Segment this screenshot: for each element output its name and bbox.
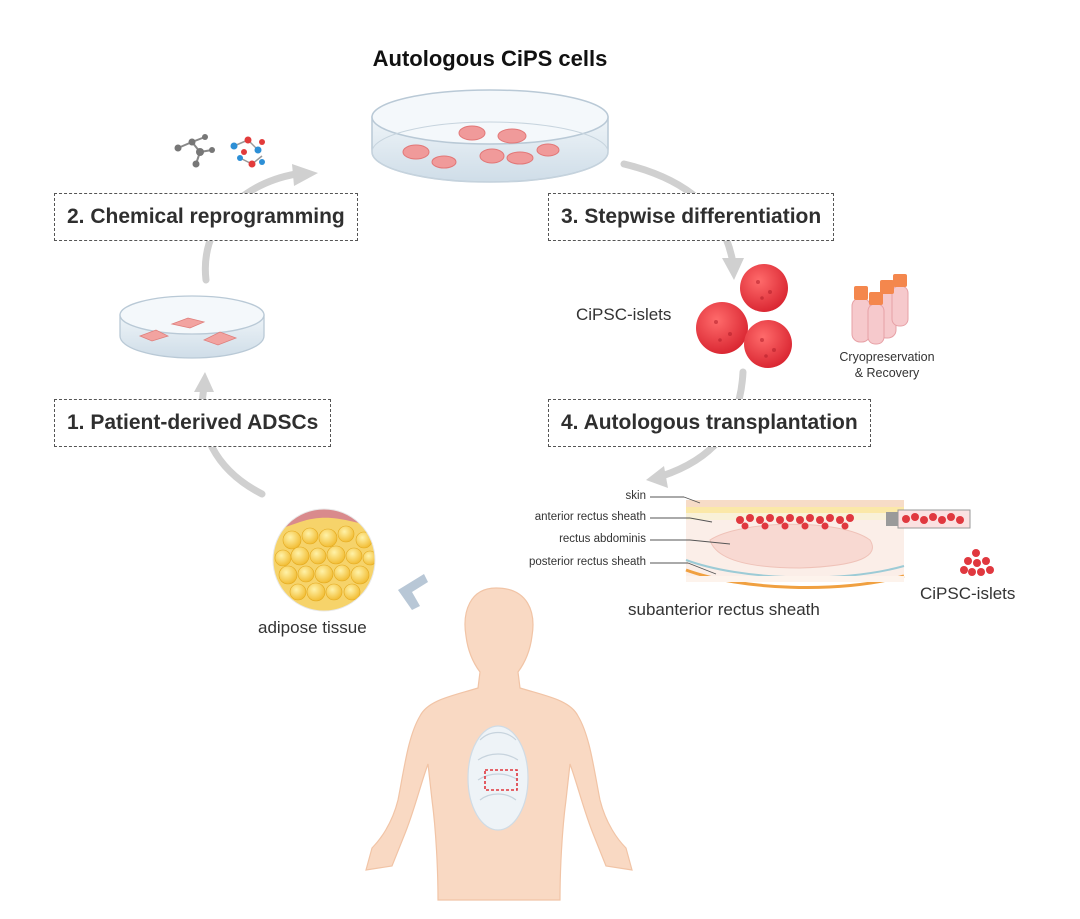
human-body-silhouette [365,587,633,901]
islet-dots-icon [960,549,994,576]
petri-dish-cips [371,89,609,183]
molecules-icon [174,134,265,168]
layer-label-rectus-abdominis: rectus abdominis [559,533,646,545]
layer-label-skin: skin [625,490,646,502]
step-1-patient-derived-adscs: 1. Patient-derived ADSCs [54,399,332,447]
page-title: Autologous CiPS cells [372,46,608,71]
islet-clusters [696,264,792,368]
chevron-arrow-icon [398,574,428,610]
layer-label-anterior-rectus-sheath: anterior rectus sheath [534,511,646,523]
layer-label-posterior-rectus-sheath: posterior rectus sheath [529,556,646,568]
step-2-chemical-reprogramming: 2. Chemical reprogramming [54,193,358,241]
step-3-stepwise-differentiation: 3. Stepwise differentiation [548,193,835,241]
petri-dish-adscs [119,295,265,359]
label-cipsc-islets-right: CiPSC-islets [920,584,1016,603]
label-adipose-tissue: adipose tissue [258,618,367,637]
arrow-heads [194,164,744,488]
cryo-tubes-icon [851,274,909,345]
adipose-tissue-illustration [272,508,376,612]
label-subanterior-rectus-sheath: subanterior rectus sheath [628,600,820,619]
label-cipsc-islets-top: CiPSC-islets [576,305,672,324]
step-4-autologous-transplantation: 4. Autologous transplantation [548,399,871,447]
label-cryopreservation: Cryopreservation [839,350,935,364]
label-recovery: & Recovery [854,366,920,380]
rectus-sheath-cross-section [650,496,971,589]
